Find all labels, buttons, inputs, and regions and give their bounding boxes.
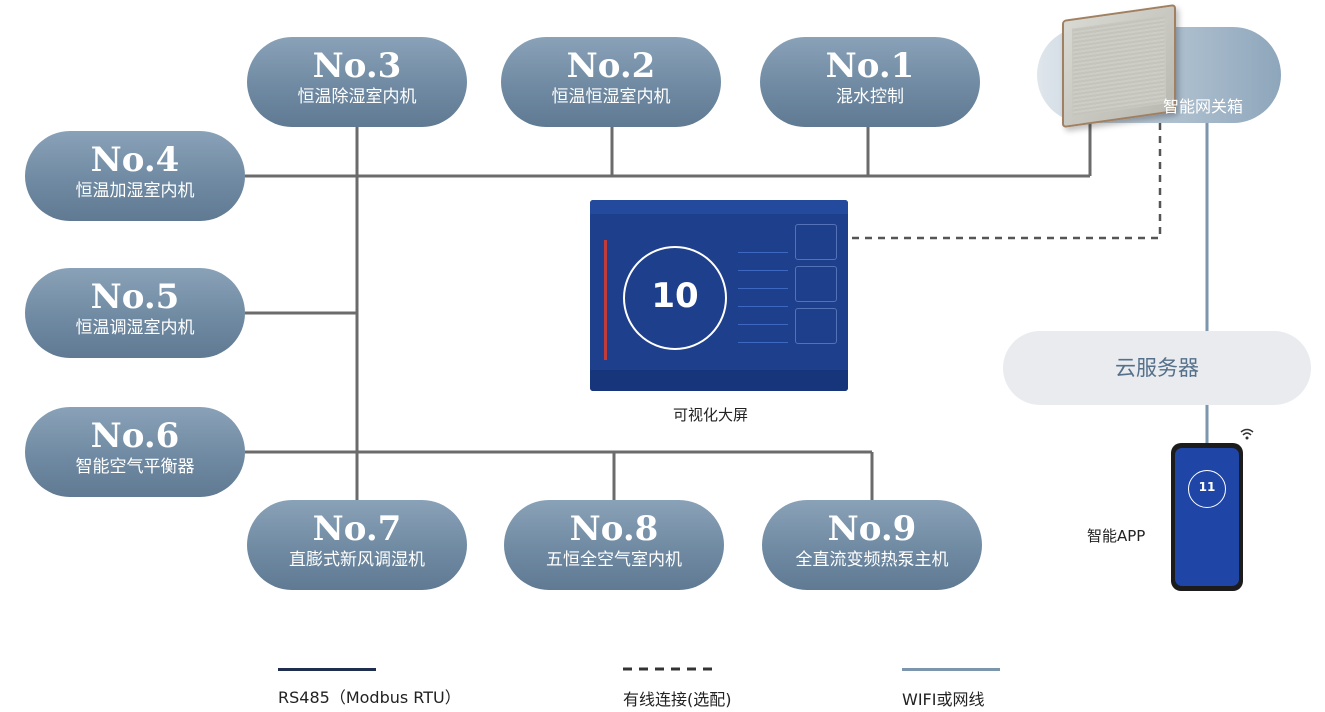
legend-rs485-label: RS485（Modbus RTU） — [278, 688, 461, 707]
screen-row — [738, 288, 788, 289]
screen-row — [738, 306, 788, 307]
device-number: No.3 — [312, 46, 402, 86]
legend-wired-label: 有线连接(选配) — [623, 690, 732, 709]
device-name: 恒温除湿室内机 — [297, 87, 417, 107]
device-name: 混水控制 — [836, 87, 904, 107]
phone-dial-ring — [1188, 470, 1226, 508]
device-number: No.6 — [90, 416, 180, 456]
device-number: No.8 — [569, 509, 659, 549]
device-no3: No.3 恒温除湿室内机 — [247, 37, 467, 127]
screen-side-panel — [795, 224, 837, 260]
device-no2: No.2 恒温恒湿室内机 — [501, 37, 721, 127]
device-no7: No.7 直膨式新风调湿机 — [247, 500, 467, 590]
screen-side-panel — [795, 308, 837, 344]
device-name: 恒温加湿室内机 — [75, 181, 195, 201]
screen-side-panel — [795, 266, 837, 302]
app-caption: 智能APP — [1087, 527, 1146, 545]
screen-row — [738, 252, 788, 253]
device-no6: No.6 智能空气平衡器 — [25, 407, 245, 497]
visual-screen-image: 10 — [590, 200, 848, 391]
optional-wired-line — [848, 123, 1162, 240]
device-no8: No.8 五恒全空气室内机 — [504, 500, 724, 590]
device-no9: No.9 全直流变频热泵主机 — [762, 500, 982, 590]
screen-dial-value: 10 — [651, 276, 699, 316]
gateway-label: 智能网关箱 — [1163, 97, 1244, 116]
device-name: 智能空气平衡器 — [75, 457, 195, 477]
device-name: 全直流变频热泵主机 — [795, 550, 949, 570]
phone-screen: 11 — [1175, 448, 1239, 586]
device-name: 直膨式新风调湿机 — [289, 550, 425, 570]
legend-wifi-swatch — [902, 668, 1000, 671]
screen-bottom-nav — [590, 370, 848, 391]
gateway-box-image — [1062, 3, 1176, 129]
device-number: No.9 — [827, 509, 917, 549]
device-number: No.1 — [825, 46, 915, 86]
device-name: 恒温恒湿室内机 — [551, 87, 671, 107]
screen-caption: 可视化大屏 — [673, 406, 749, 424]
screen-row — [738, 270, 788, 271]
screen-dial-ring — [623, 246, 727, 350]
screen-top-bar — [590, 200, 848, 214]
screen-row — [738, 324, 788, 325]
device-no1: No.1 混水控制 — [760, 37, 980, 127]
device-number: No.7 — [312, 509, 402, 549]
screen-row — [738, 342, 788, 343]
screen-level-bar — [604, 240, 607, 360]
device-number: No.5 — [90, 277, 180, 317]
smartphone-image: 11 — [1171, 443, 1243, 591]
device-name: 五恒全空气室内机 — [546, 550, 682, 570]
device-number: No.4 — [90, 140, 180, 180]
legend-wifi-label: WIFI或网线 — [902, 690, 985, 709]
legend-wired-swatch — [623, 667, 719, 671]
legend-rs485-swatch — [278, 668, 376, 671]
device-number: No.2 — [566, 46, 656, 86]
wifi-icon — [1240, 428, 1254, 443]
device-name: 恒温调湿室内机 — [75, 318, 195, 338]
phone-dial-value: 11 — [1198, 480, 1216, 494]
device-no4: No.4 恒温加湿室内机 — [25, 131, 245, 221]
device-no5: No.5 恒温调湿室内机 — [25, 268, 245, 358]
cloud-server: 云服务器 — [1003, 331, 1311, 405]
